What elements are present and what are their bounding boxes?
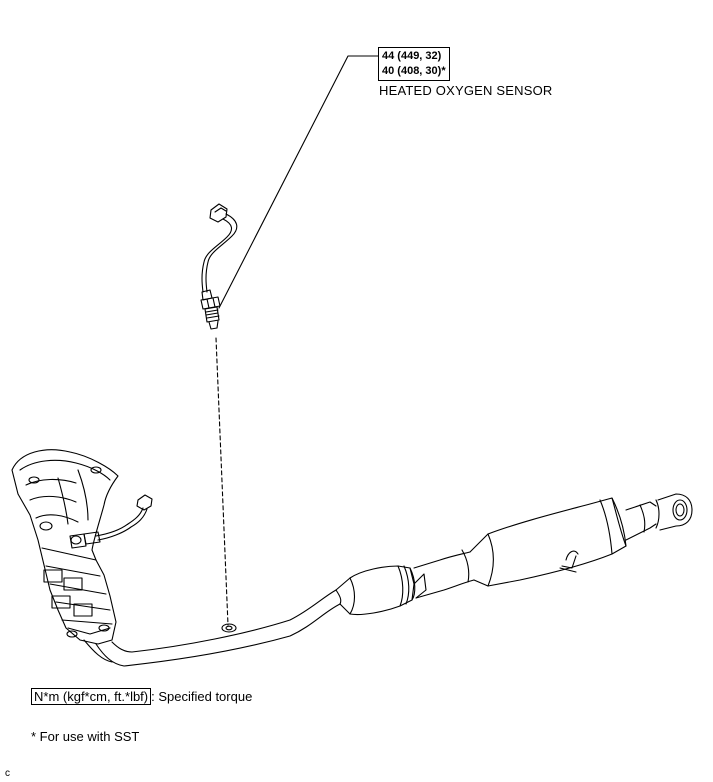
torque-unit-legend: N*m (kgf*cm, ft.*lbf) — [31, 688, 152, 705]
heated-oxygen-sensor — [200, 203, 238, 330]
part-label-heated-oxygen-sensor: HEATED OXYGEN SENSOR — [379, 83, 553, 98]
torque-spec-box: 44 (449, 32) 40 (408, 30)* — [378, 47, 450, 81]
torque-legend: N*m (kgf*cm, ft.*lbf): Specified torque — [31, 688, 253, 705]
torque-legend-suffix: : Specified torque — [151, 689, 253, 704]
sensor-mounting-boss — [221, 623, 237, 633]
torque-value-1: 44 (449, 32) — [382, 50, 442, 62]
upstream-sensor — [69, 494, 153, 549]
catalytic-converter — [335, 565, 427, 616]
center-pipe-and-converter — [413, 493, 693, 599]
installation-guide-line — [215, 337, 229, 626]
corner-mark: c — [5, 768, 10, 779]
sst-footnote: * For use with SST — [31, 729, 140, 744]
exhaust-manifold — [11, 449, 119, 645]
leader-line — [218, 55, 379, 309]
front-exhaust-pipe — [83, 589, 342, 667]
torque-value-2: 40 (408, 30)* — [382, 65, 446, 77]
